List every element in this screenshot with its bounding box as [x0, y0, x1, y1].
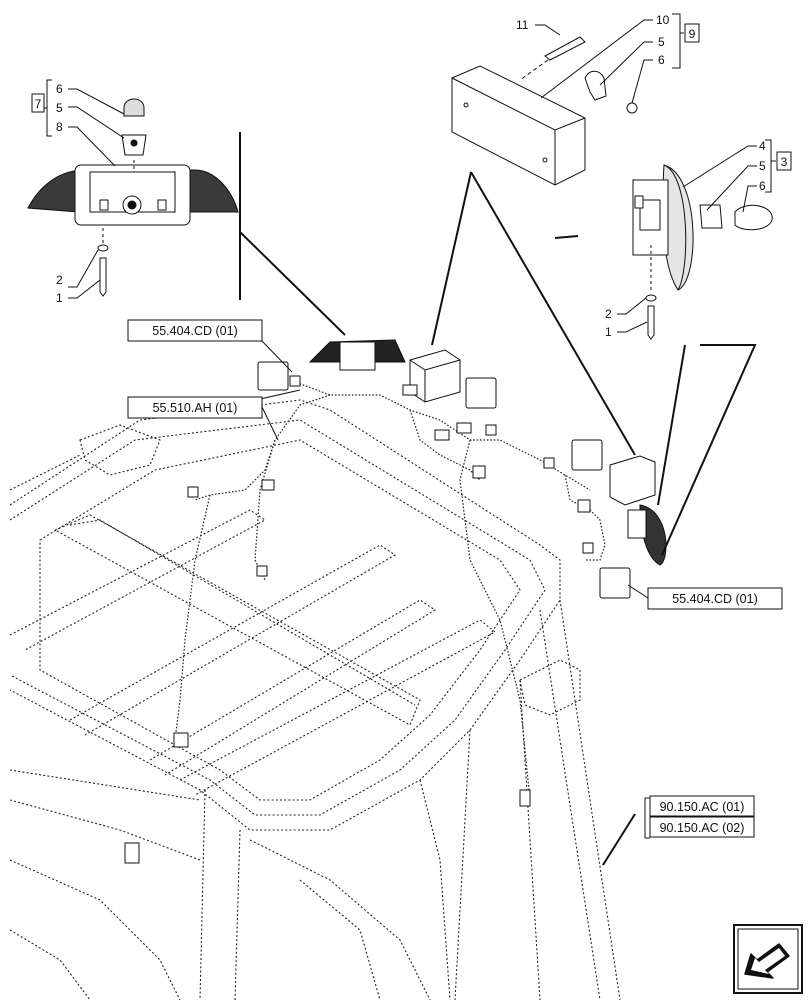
connector	[256, 565, 268, 577]
relay-mid	[465, 377, 497, 409]
svg-text:90.150.AC (02): 90.150.AC (02)	[660, 821, 745, 835]
svg-text:55.404.CD (01): 55.404.CD (01)	[672, 592, 757, 606]
callout-6: 6	[56, 82, 63, 96]
connector	[577, 499, 591, 513]
connector	[472, 465, 486, 479]
group-number-box-7: 7	[31, 93, 45, 113]
light-socket	[699, 204, 723, 229]
svg-text:90.150.AC (01): 90.150.AC (01)	[660, 800, 745, 814]
callout-lines	[68, 19, 757, 599]
small-bulb	[626, 102, 638, 114]
cab-roof-structure	[9, 399, 621, 1000]
connector	[402, 384, 418, 396]
connector	[434, 429, 450, 441]
bulb-holder	[584, 70, 607, 101]
callout-numbers: 6 5 8 2 1 11 10 5 6 4 5 6 2 1	[56, 13, 766, 339]
right-module	[609, 455, 656, 506]
callout-10: 10	[656, 13, 670, 27]
callout-1: 1	[605, 325, 612, 339]
mount-block	[519, 789, 531, 807]
callout-8: 8	[56, 120, 63, 134]
reference-link-harness-right[interactable]: 55.404.CD (01)	[647, 587, 783, 610]
connector	[485, 424, 497, 436]
svg-text:3: 3	[781, 155, 788, 169]
group-number-box-3: 3	[776, 151, 792, 171]
reference-link-cable-a[interactable]: 90.150.AC (01)	[649, 795, 755, 817]
svg-text:9: 9	[689, 27, 696, 41]
connector	[582, 542, 594, 554]
callout-11: 11	[516, 18, 529, 32]
svg-text:55.404.CD (01): 55.404.CD (01)	[152, 324, 237, 338]
svg-text:7: 7	[35, 97, 42, 111]
light-assembly-exploded	[632, 164, 773, 340]
callout-5: 5	[759, 159, 766, 173]
callout-1: 1	[56, 291, 63, 305]
connector	[289, 375, 301, 387]
module-assembly-exploded	[451, 36, 638, 186]
screw	[99, 257, 107, 297]
back-arrow-icon	[737, 928, 799, 990]
connector	[187, 486, 199, 498]
connector	[173, 732, 189, 748]
relay-lower	[599, 567, 631, 599]
bolt	[544, 36, 586, 61]
callout-6: 6	[759, 179, 766, 193]
washer	[97, 244, 109, 252]
connector	[456, 422, 472, 434]
module-box	[451, 65, 586, 186]
reference-link-harness-top[interactable]: 55.404.CD (01)	[127, 319, 263, 342]
relay-left	[257, 361, 289, 391]
connector	[261, 479, 275, 491]
back-navigation-button[interactable]	[733, 924, 803, 994]
view-leader-lines	[239, 132, 757, 866]
wiring-harness	[174, 379, 606, 801]
group-brackets	[44, 13, 776, 839]
group-number-box-9: 9	[684, 23, 700, 43]
light-bulb	[734, 204, 773, 231]
svg-text:55.510.AH (01): 55.510.AH (01)	[153, 401, 238, 415]
callout-4: 4	[759, 139, 766, 153]
roof-mounted-components	[124, 339, 667, 864]
connector	[543, 457, 555, 469]
callout-5: 5	[658, 35, 665, 49]
callout-2: 2	[56, 273, 63, 287]
callout-6: 6	[658, 53, 665, 67]
washer	[645, 294, 657, 302]
relay-right	[571, 439, 603, 471]
reference-link-cable-b[interactable]: 90.150.AC (02)	[649, 816, 755, 838]
screw	[647, 305, 655, 340]
callout-5: 5	[56, 101, 63, 115]
reference-link-harness-main[interactable]: 55.510.AH (01)	[127, 396, 263, 419]
lamp-assembly-exploded	[27, 98, 239, 297]
callout-2: 2	[605, 307, 612, 321]
mount-block	[124, 842, 140, 864]
roof-lamp-housing	[339, 341, 376, 371]
bulb	[123, 98, 145, 117]
